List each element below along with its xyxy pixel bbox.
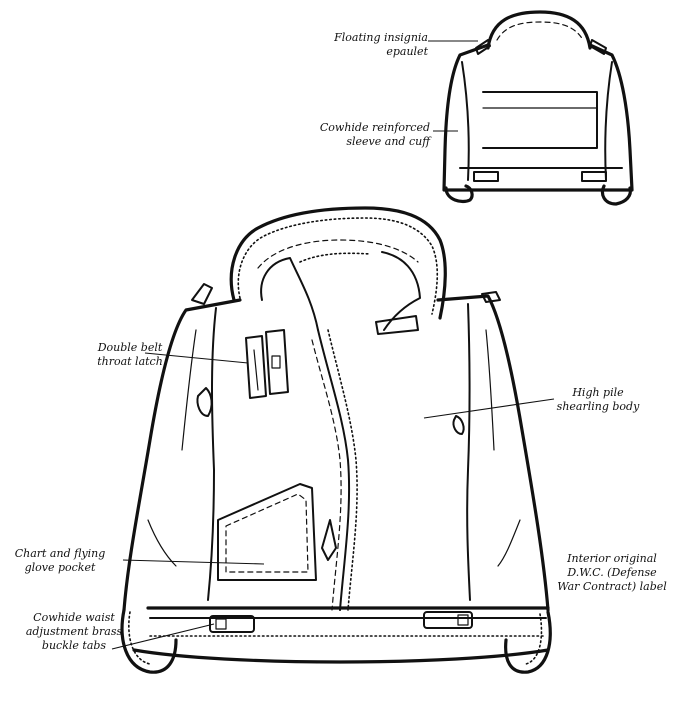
svg-text:throat latch: throat latch [97, 355, 163, 368]
svg-text:epaulet: epaulet [386, 45, 428, 58]
svg-text:War Contract) label: War Contract) label [557, 580, 667, 593]
svg-text:D.W.C. (Defense: D.W.C. (Defense [566, 566, 657, 579]
svg-text:adjustment brass: adjustment brass [26, 625, 123, 638]
svg-text:Cowhide waist: Cowhide waist [33, 611, 115, 624]
label-cowhide-sleeve: Cowhide reinforced sleeve and cuff [320, 121, 432, 148]
label-waist-buckle: Cowhide waist adjustment brass buckle ta… [26, 611, 123, 652]
label-interior-dwc: Interior original D.W.C. (Defense War Co… [557, 552, 667, 593]
svg-text:shearling body: shearling body [557, 400, 640, 413]
svg-text:glove pocket: glove pocket [25, 561, 96, 574]
svg-text:buckle tabs: buckle tabs [42, 639, 106, 652]
svg-text:Interior original: Interior original [566, 552, 657, 565]
svg-text:Chart and flying: Chart and flying [15, 547, 106, 560]
jacket-front-view [111, 206, 555, 674]
svg-text:High pile: High pile [571, 386, 624, 399]
svg-text:Double belt: Double belt [97, 341, 163, 354]
svg-text:sleeve and cuff: sleeve and cuff [346, 135, 432, 148]
label-chart-pocket: Chart and flying glove pocket [15, 547, 106, 574]
label-floating-insignia: Floating insignia epaulet [333, 31, 428, 58]
svg-text:Cowhide reinforced: Cowhide reinforced [320, 121, 430, 134]
svg-text:Floating insignia: Floating insignia [333, 31, 428, 44]
jacket-back-view [428, 10, 634, 206]
label-double-belt: Double belt throat latch [97, 341, 163, 368]
label-shearling-body: High pile shearling body [557, 386, 640, 413]
